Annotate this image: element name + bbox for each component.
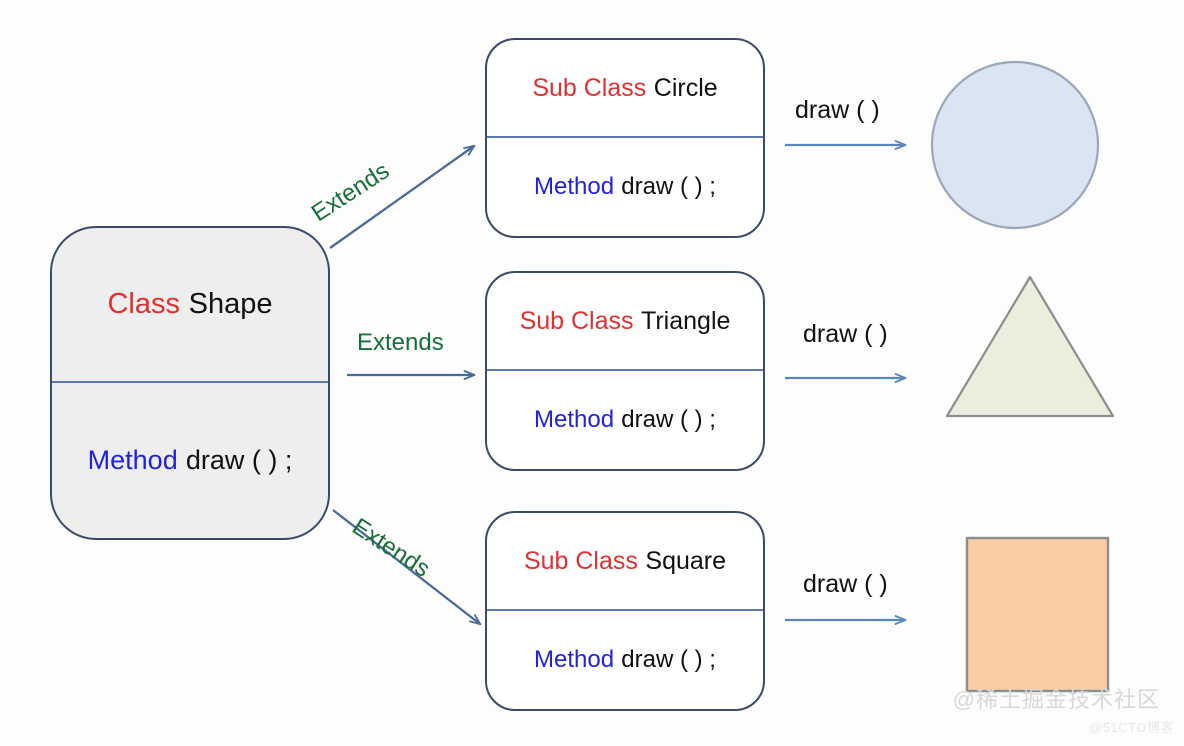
- class-box-shape-body: Method draw ( ) ;: [52, 383, 328, 538]
- class-box-triangle-header: Sub Class Triangle: [487, 273, 763, 371]
- class-box-shape-header: Class Shape: [52, 228, 328, 383]
- call-label-triangle: draw ( ): [803, 320, 888, 348]
- method-keyword: Method: [534, 173, 615, 200]
- class-box-square-header: Sub Class Square: [487, 513, 763, 611]
- method-keyword: Method: [87, 445, 178, 475]
- method-signature: draw ( ) ;: [621, 406, 716, 433]
- subclass-keyword: Sub Class: [519, 306, 634, 335]
- subclass-name: Square: [645, 546, 727, 575]
- call-label-square: draw ( ): [803, 570, 888, 598]
- subclass-name: Triangle: [641, 306, 731, 335]
- class-box-triangle-body: Method draw ( ) ;: [487, 371, 763, 469]
- subclass-keyword: Sub Class: [523, 546, 638, 575]
- subclass-keyword: Sub Class: [532, 73, 647, 102]
- subclass-name: Circle: [653, 73, 718, 102]
- class-box-circle[interactable]: Sub Class Circle Method draw ( ) ;: [485, 38, 765, 238]
- class-name: Shape: [188, 288, 273, 320]
- method-signature: draw ( ) ;: [621, 173, 716, 200]
- class-box-square-body: Method draw ( ) ;: [487, 611, 763, 709]
- output-shape-triangle: [945, 275, 1115, 418]
- output-shape-circle: [930, 60, 1100, 230]
- class-box-shape[interactable]: Class Shape Method draw ( ) ;: [50, 226, 330, 540]
- extends-label-circle: Extends: [306, 157, 395, 228]
- watermark-secondary: @51CTO博客: [1089, 720, 1174, 735]
- method-signature: draw ( ) ;: [621, 646, 716, 673]
- class-box-circle-body: Method draw ( ) ;: [487, 138, 763, 236]
- output-shape-square: [965, 536, 1110, 693]
- class-box-circle-header: Sub Class Circle: [487, 40, 763, 138]
- extends-label-triangle: Extends: [357, 329, 444, 356]
- watermark-primary: @稀土掘金技术社区: [952, 687, 1160, 712]
- class-box-triangle[interactable]: Sub Class Triangle Method draw ( ) ;: [485, 271, 765, 471]
- method-keyword: Method: [534, 406, 615, 433]
- call-label-circle: draw ( ): [795, 96, 880, 124]
- extends-label-square: Extends: [347, 513, 435, 583]
- method-keyword: Method: [534, 646, 615, 673]
- method-signature: draw ( ) ;: [185, 445, 293, 475]
- class-keyword: Class: [107, 288, 180, 320]
- class-box-square[interactable]: Sub Class Square Method draw ( ) ;: [485, 511, 765, 711]
